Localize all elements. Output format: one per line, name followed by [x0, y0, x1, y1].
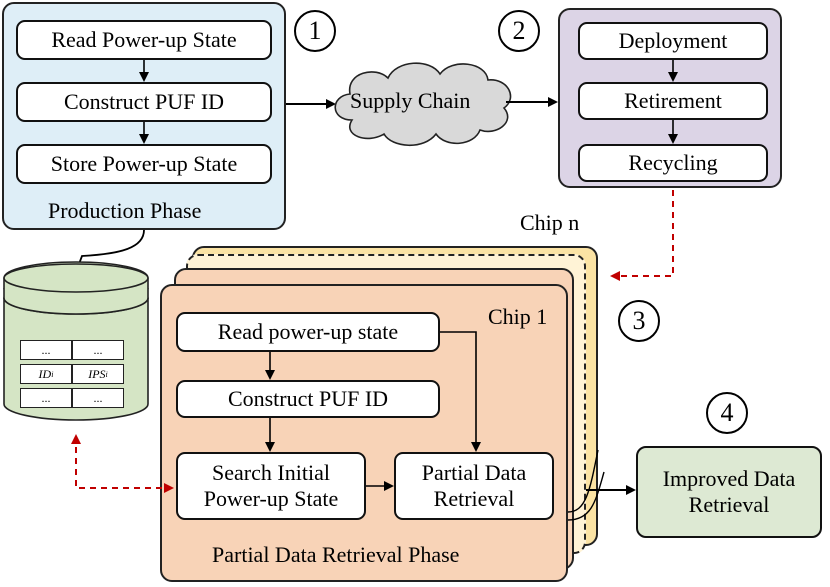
improved-label-1: Improved Data — [662, 465, 796, 491]
recycling-label: Recycling — [628, 149, 718, 175]
retirement-box: Retirement — [578, 82, 768, 120]
db-id-sub: i — [51, 369, 54, 379]
read-power-up-state-chip-label: Read power-up state — [217, 318, 399, 344]
read-power-up-state-box: Read Power-up State — [16, 20, 272, 60]
db-ips-label: IPS — [88, 366, 106, 381]
arrow-recycle-to-chips — [610, 190, 674, 281]
step-marker-4: 4 — [706, 392, 748, 434]
search-initial-label-1: Search Initial — [212, 459, 330, 485]
retirement-label: Retirement — [624, 87, 722, 113]
step-marker-1: 1 — [294, 10, 336, 52]
construct-puf-id-chip-label: Construct PUF ID — [227, 385, 389, 411]
db-id-label: ID — [38, 366, 52, 381]
search-initial-label-2: Power-up State — [203, 486, 339, 511]
db-cell-r3c2: ... — [72, 388, 124, 408]
step-marker-3: 3 — [618, 300, 660, 342]
step-marker-2: 2 — [498, 10, 540, 52]
deployment-box: Deployment — [578, 22, 768, 60]
arrow-database-to-search — [71, 434, 174, 493]
recycling-box: Recycling — [578, 144, 768, 182]
read-power-up-state-chip-box: Read power-up state — [176, 312, 440, 352]
partial-data-label-1: Partial Data — [421, 459, 527, 485]
deployment-label: Deployment — [618, 27, 728, 53]
partial-data-retrieval-box: Partial Data Retrieval — [394, 452, 554, 520]
production-phase-title: Production Phase — [48, 198, 202, 223]
construct-puf-id-box: Construct PUF ID — [16, 82, 272, 122]
db-cell-r1c2: ... — [72, 340, 124, 360]
supply-chain-label: Supply Chain — [350, 88, 471, 113]
partial-retrieval-phase-title: Partial Data Retrieval Phase — [212, 542, 460, 567]
arrow-read-to-partial — [440, 331, 481, 452]
construct-puf-id-chip-box: Construct PUF ID — [176, 380, 440, 418]
improved-data-retrieval-box: Improved Data Retrieval — [636, 446, 822, 538]
chip-stack-merge-curves — [567, 449, 605, 521]
read-power-up-state-label: Read Power-up State — [51, 26, 237, 52]
supply-chain-cloud — [334, 62, 512, 146]
improved-label-2: Retrieval — [688, 492, 770, 517]
db-cell-r3c1: ... — [20, 388, 72, 408]
chip-1-label: Chip 1 — [488, 304, 548, 329]
db-ips-sub: i — [105, 369, 108, 379]
construct-puf-id-label: Construct PUF ID — [63, 88, 225, 114]
arrow-production-to-database — [74, 229, 145, 274]
store-power-up-state-label: Store Power-up State — [50, 150, 238, 176]
db-cell-r1c1: ... — [20, 340, 72, 360]
partial-data-label-2: Retrieval — [433, 486, 515, 511]
store-power-up-state-box: Store Power-up State — [16, 144, 272, 184]
chip-n-label: Chip n — [520, 210, 580, 235]
search-initial-state-box: Search Initial Power-up State — [176, 452, 366, 520]
